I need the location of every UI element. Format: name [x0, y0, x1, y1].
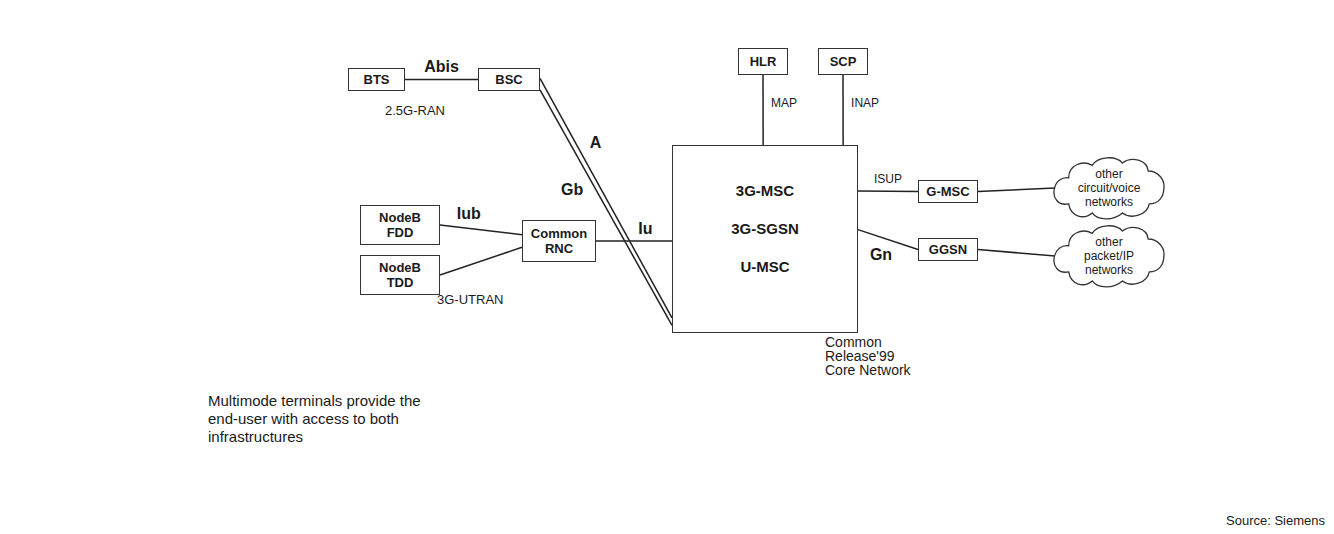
- caption-note: Multimode terminals provide the end-user…: [208, 392, 423, 446]
- network-element-box: Common RNC: [522, 220, 596, 262]
- element-label: U-MSC: [740, 258, 789, 276]
- element-label: GGSN: [929, 242, 967, 257]
- region-label: Common Release'99 Core Network: [825, 335, 917, 377]
- phone-keypad: [218, 133, 271, 212]
- connector-line: [978, 188, 1055, 192]
- element-label: HLR: [750, 54, 777, 69]
- network-element-box: SCP: [818, 48, 868, 75]
- region-label: 2.5G-RAN: [385, 103, 475, 119]
- connector-line: [978, 250, 1055, 257]
- phone-antenna: [185, 46, 201, 79]
- connector-line: [842, 75, 844, 145]
- interface-label: Iub: [457, 205, 481, 222]
- phone-base: [241, 240, 300, 285]
- phone-key: [248, 198, 259, 208]
- connector-line: [440, 225, 522, 235]
- phone-key: [231, 186, 242, 196]
- network-region: Common Release'99 Core Network 3G-MSC 3G-S…: [633, 128, 1025, 400]
- phone-earpiece: [208, 73, 226, 82]
- region-label: 3G-UTRAN: [437, 292, 527, 308]
- element-label: SCP: [830, 54, 857, 69]
- connector-line: [858, 190, 918, 192]
- interface-label: A: [590, 134, 602, 151]
- region-ellipse-fill: [325, 175, 615, 325]
- interface-label: Iu: [638, 220, 652, 237]
- connector-line: [596, 240, 672, 242]
- network-element-box: NodeB FDD: [360, 205, 440, 245]
- phone-key: [252, 163, 263, 173]
- connector-line: [540, 90, 672, 326]
- source-credit: Source: Siemens: [1226, 513, 1325, 529]
- element-label: 3G-SGSN: [731, 220, 799, 238]
- mobile-phone-illustration: [180, 34, 302, 288]
- radio-bolt: [266, 66, 302, 96]
- cloud-label: other packet/IP networks: [1072, 235, 1146, 277]
- phone-key: [235, 152, 246, 162]
- phone-body: [187, 59, 302, 288]
- element-label: BTS: [364, 72, 390, 87]
- interface-label: MAP: [771, 96, 797, 110]
- element-label: NodeB FDD: [375, 210, 425, 240]
- radio-bolt: [280, 266, 316, 298]
- network-element-box: HLR: [738, 48, 788, 75]
- element-label: NodeB TDD: [375, 260, 425, 290]
- cloud-shape: [1054, 158, 1164, 219]
- network-element-box: NodeB TDD: [360, 255, 440, 295]
- phone-display: [207, 86, 242, 123]
- element-label: Common RNC: [529, 226, 589, 256]
- element-label: 3G-MSC: [736, 182, 794, 200]
- interface-label: INAP: [851, 96, 879, 110]
- phone-screen: [203, 82, 247, 132]
- element-label: G-MSC: [926, 184, 969, 199]
- network-element-box: 3G-MSC 3G-SGSN U-MSC: [672, 145, 858, 333]
- phone-key: [230, 136, 241, 146]
- network-element-box: BSC: [478, 68, 540, 91]
- connector-line: [762, 75, 764, 145]
- network-cloud: other packet/IP networks: [1053, 222, 1165, 290]
- cloud-label: other circuit/voice networks: [1072, 167, 1146, 209]
- cloud-shape: [1054, 226, 1164, 287]
- region-ellipse-fill: [295, 50, 560, 132]
- network-element-box: BTS: [348, 68, 405, 91]
- phone-key: [244, 182, 255, 192]
- phone-key: [261, 194, 272, 204]
- connector-line: [540, 78, 672, 318]
- interface-label: ISUP: [874, 172, 902, 186]
- phone-key: [239, 167, 250, 177]
- phone-key: [227, 170, 238, 180]
- region-ellipse-fill: [633, 128, 1025, 400]
- interface-label: Gn: [870, 246, 892, 263]
- interface-label: Abis: [424, 58, 459, 75]
- phone-key: [218, 140, 229, 150]
- phone-key: [243, 133, 254, 143]
- network-element-box: G-MSC: [918, 180, 978, 203]
- phone-key: [222, 155, 233, 165]
- interface-label: Gb: [561, 181, 583, 198]
- network-element-box: GGSN: [918, 238, 978, 261]
- phone-key: [236, 201, 247, 211]
- phone-key: [256, 179, 267, 189]
- phone-key: [247, 148, 258, 158]
- network-cloud: other circuit/voice networks: [1053, 154, 1165, 222]
- element-label: BSC: [495, 72, 522, 87]
- connector-line: [440, 247, 522, 275]
- figure-frame: [3, 2, 1331, 532]
- connector-line: [405, 79, 478, 81]
